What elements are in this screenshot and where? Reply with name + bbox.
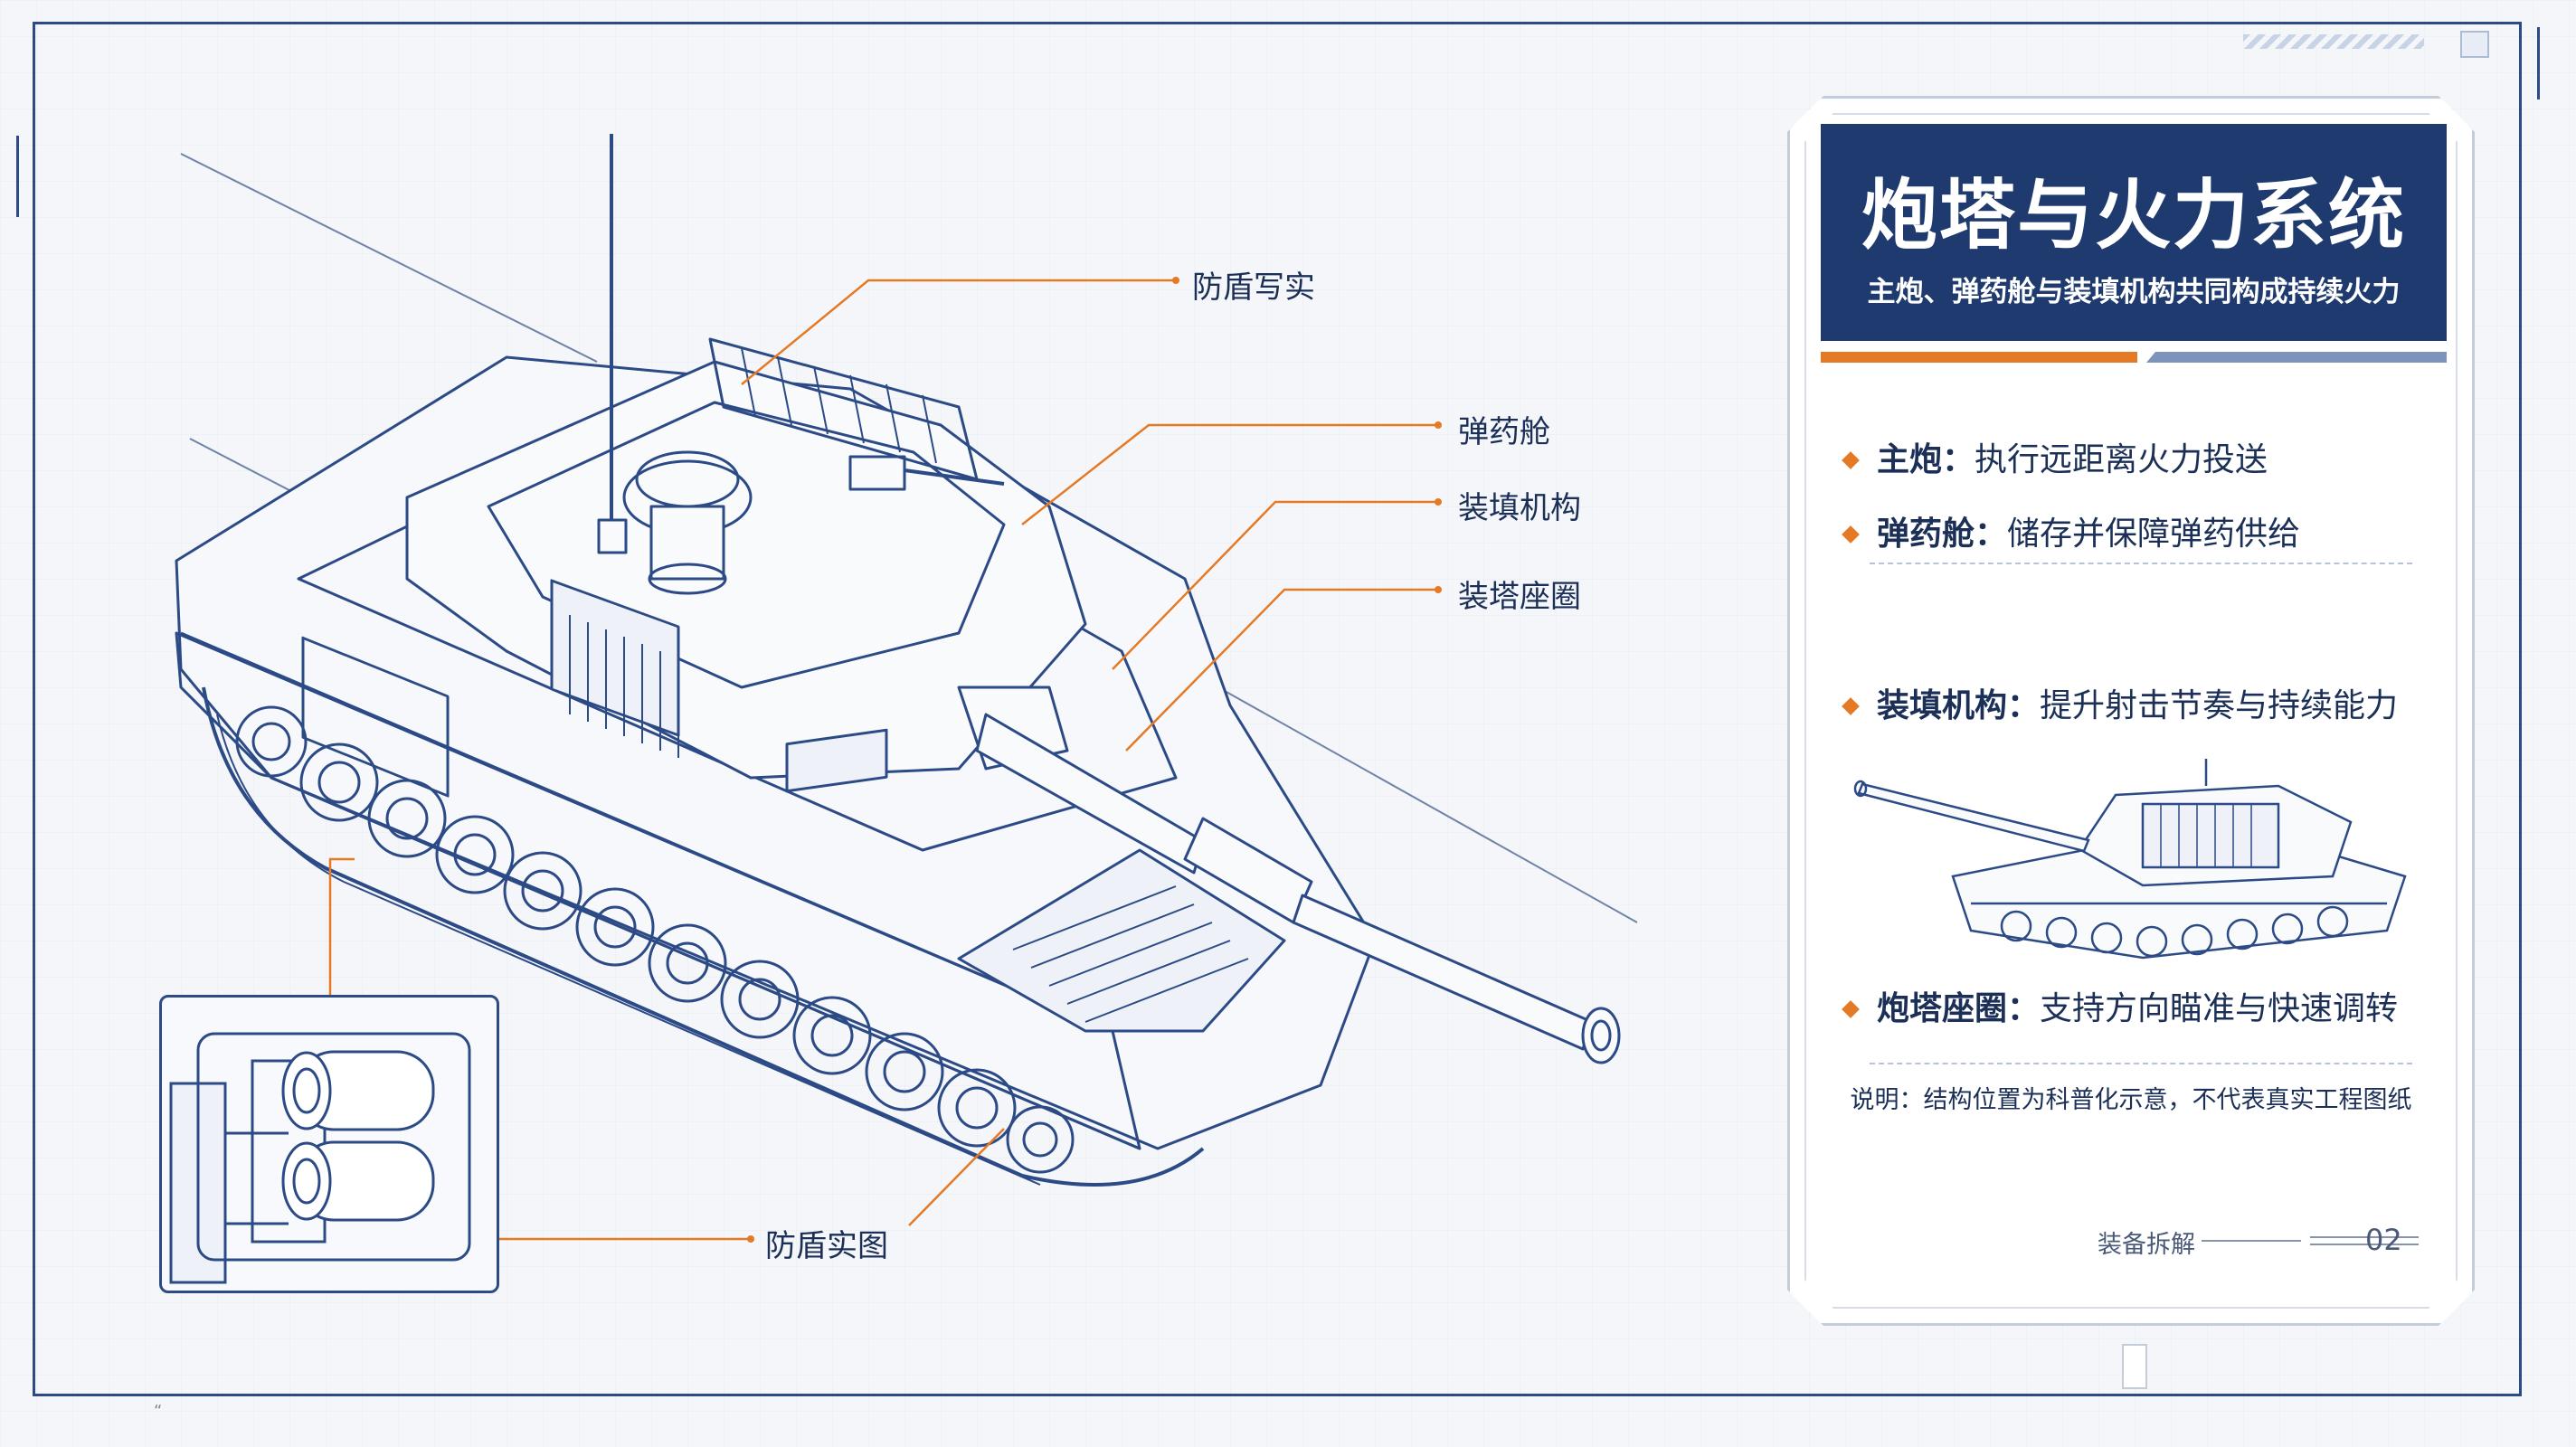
callout-turret-ring: 装塔座圈 <box>1458 579 1581 615</box>
tank-thumbnail <box>1853 759 2407 960</box>
callout-shield-realistic: 防盾写实 <box>1192 270 1315 306</box>
item-name: 主炮： <box>1877 441 1975 478</box>
frame-notch-left <box>16 136 37 217</box>
footer-label: 装备拆解 <box>2098 1231 2195 1259</box>
item-name: 炮塔座圈： <box>1877 990 2041 1027</box>
panel-inner-border <box>1804 113 2458 1309</box>
list-item-turret-ring: 炮塔座圈：支持方向瞄准与快速调转 <box>1842 982 2399 1029</box>
callout-shield-photo: 防盾实图 <box>765 1228 888 1264</box>
diamond-bullet-icon <box>1842 1000 1860 1018</box>
page-number: 02 <box>2365 1223 2402 1257</box>
diamond-bullet-icon <box>1842 451 1860 469</box>
leader-shield-realistic <box>741 279 1176 385</box>
hatch-decoration <box>2243 34 2424 49</box>
shield-closeup-inset <box>159 995 499 1293</box>
callout-ammo-compartment: 弹药舱 <box>1458 414 1550 450</box>
leader-inset-up <box>328 857 355 1011</box>
frame-notch-right <box>2510 27 2540 99</box>
leader-loading <box>1112 500 1438 670</box>
leader-shield-photo <box>908 1128 1005 1226</box>
bottom-tab <box>2122 1344 2147 1389</box>
item-name: 装填机构： <box>1877 687 2041 724</box>
item-desc: 支持方向瞄准与快速调转 <box>2040 990 2399 1027</box>
accent-stripe-orange <box>1821 352 2137 363</box>
footer-rule <box>2202 1240 2301 1242</box>
callout-loading-mechanism: 装填机构 <box>1458 490 1581 526</box>
outer-frame <box>33 22 2522 1396</box>
leader-turret-ring <box>1125 588 1438 752</box>
footnote-mark: “ <box>154 1402 163 1421</box>
diamond-bullet-icon <box>1842 525 1860 544</box>
info-panel: 炮塔与火力系统 主炮、弹药舱与装填机构共同构成持续火力 主炮：执行远距离火力投送… <box>1787 96 2475 1326</box>
footer-rule <box>2310 1244 2419 1245</box>
list-item-loader: 装填机构：提升射击节奏与持续能力 <box>1842 679 2399 726</box>
tank-main-gun <box>957 686 1621 1064</box>
leader-ammo <box>1021 423 1438 525</box>
shield-closeup-drawing <box>169 1032 471 1284</box>
item-desc: 储存并保障弹药供给 <box>2007 515 2301 553</box>
diamond-bullet-icon <box>1842 697 1860 715</box>
guide-line-1 <box>180 153 598 363</box>
corner-block <box>2460 31 2489 58</box>
accent-stripe-blue <box>2146 352 2447 363</box>
item-desc: 提升射击节奏与持续能力 <box>2040 687 2399 724</box>
panel-subtitle: 主炮、弹药舱与装填机构共同构成持续火力 <box>1867 276 2401 308</box>
list-item-main-gun: 主炮：执行远距离火力投送 <box>1842 433 2268 480</box>
item-name: 弹药舱： <box>1877 515 2008 553</box>
divider <box>1870 1063 2412 1064</box>
item-desc: 执行远距离火力投送 <box>1975 441 2268 478</box>
disclaimer-note: 说明：结构位置为科普化示意，不代表真实工程图纸 <box>1850 1086 2412 1114</box>
panel-title: 炮塔与火力系统 <box>1861 171 2406 260</box>
list-item-ammo: 弹药舱：储存并保障弹药供给 <box>1842 507 2301 554</box>
tank-tracks <box>202 686 1205 1187</box>
footer-rule <box>2310 1236 2419 1238</box>
divider <box>1870 563 2412 564</box>
title-box: 炮塔与火力系统 主炮、弹药舱与装填机构共同构成持续火力 <box>1821 124 2447 341</box>
